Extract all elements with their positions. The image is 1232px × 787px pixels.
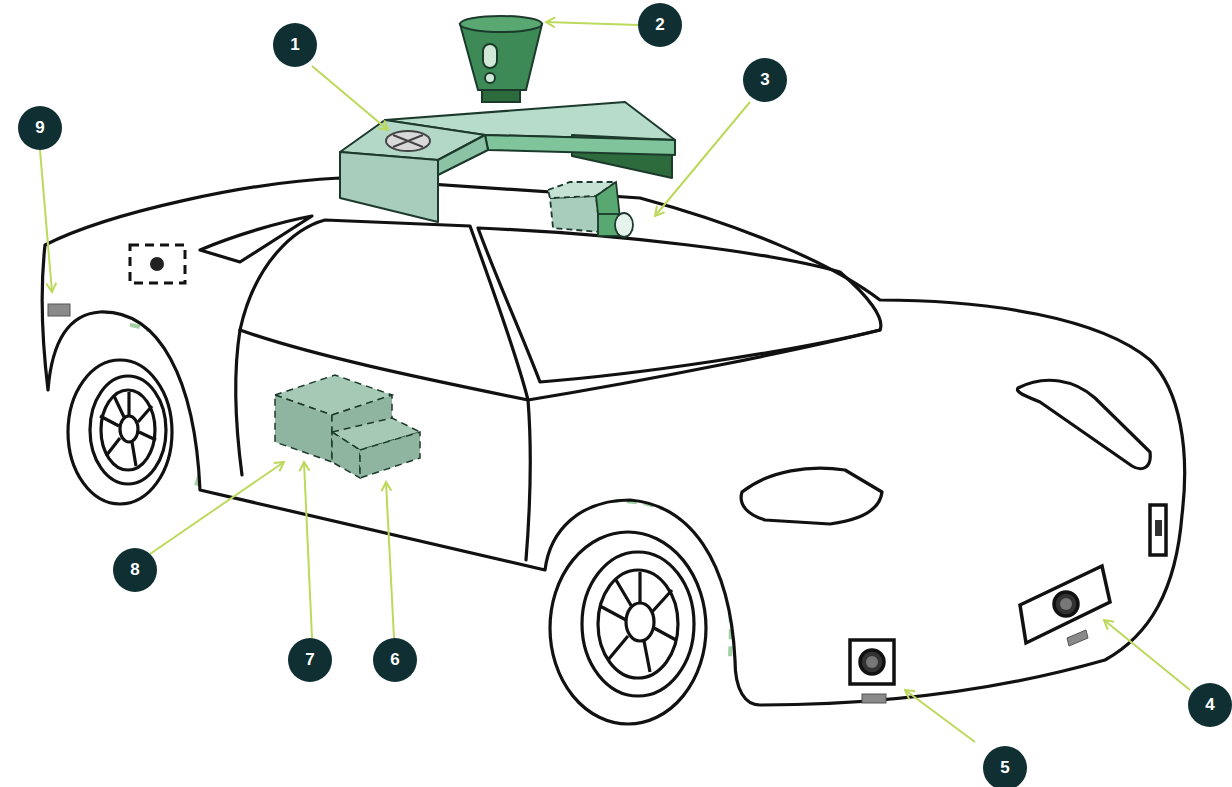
rear-window [200, 216, 312, 262]
leader-line [1104, 620, 1190, 690]
rear-wheel [68, 360, 172, 504]
body-outline [42, 178, 1184, 705]
leader-line [546, 22, 638, 25]
lidar-window [485, 73, 495, 83]
leader-line [312, 66, 388, 130]
leader-line [655, 102, 750, 216]
camera-lens [615, 213, 633, 237]
leader-line [304, 462, 312, 638]
windshield [478, 228, 881, 382]
radar-lens [1054, 592, 1078, 616]
rack-rail [485, 135, 675, 155]
leader-line [905, 690, 975, 742]
radar-housing [1020, 566, 1110, 643]
callout-number: 1 [273, 23, 317, 67]
spokes [600, 572, 676, 672]
lidar-top [460, 16, 542, 32]
hood-vent [741, 468, 882, 524]
rear-sensor [130, 245, 185, 283]
leader-line [40, 150, 52, 292]
gps-antenna [386, 131, 430, 151]
front-sensors [850, 505, 1166, 684]
callout-number: 8 [113, 548, 157, 592]
sonar-lens-center [866, 656, 878, 668]
callout-number: 7 [288, 638, 332, 682]
roof-rack [340, 102, 675, 222]
rack-block-front [340, 152, 438, 222]
door-edge [236, 330, 242, 475]
car-body [42, 178, 1184, 705]
gps-antenna-cross [393, 135, 423, 147]
camera [548, 182, 633, 237]
door-edge [526, 400, 530, 560]
radar-lens-center [1060, 598, 1072, 610]
sonar-lens [860, 650, 884, 674]
indicator-light [1067, 630, 1088, 646]
computer-units [275, 375, 420, 478]
rack-block-side [438, 135, 488, 175]
camera-body [550, 196, 600, 232]
callout-number: 3 [743, 58, 787, 102]
callout-number: 9 [18, 106, 62, 150]
hub [120, 416, 138, 442]
lidar-body [460, 24, 542, 90]
side-sensor [1150, 505, 1166, 555]
spokes [100, 392, 156, 466]
tire [550, 532, 706, 724]
tire [68, 360, 172, 504]
rim-inner [598, 570, 678, 678]
hood-vent [1017, 380, 1150, 468]
sonar-housing [850, 640, 894, 684]
body-crease [528, 330, 880, 400]
indicator-light [48, 304, 70, 316]
computer-side [360, 432, 420, 478]
rim [582, 552, 694, 696]
lidar-window [483, 44, 497, 68]
leader-lines [40, 22, 1190, 742]
callout-number: 4 [1188, 683, 1232, 727]
rim-inner [101, 390, 155, 470]
computer-front [275, 395, 332, 462]
lidar [460, 16, 542, 102]
rear-sensor-lens [150, 257, 164, 271]
leader-line [386, 482, 394, 638]
computer-front [332, 432, 360, 478]
leader-line [150, 462, 284, 554]
callout-number: 2 [638, 3, 682, 47]
callout-number: 6 [373, 638, 417, 682]
front-wheel [550, 532, 706, 724]
side-sensor-lens [1155, 520, 1162, 536]
indicator-light [862, 694, 886, 703]
callout-number: 5 [983, 746, 1027, 787]
indicator-lights [48, 304, 1088, 703]
hub [626, 603, 654, 641]
rim [90, 376, 166, 484]
rear-sensor-outline [130, 245, 185, 283]
